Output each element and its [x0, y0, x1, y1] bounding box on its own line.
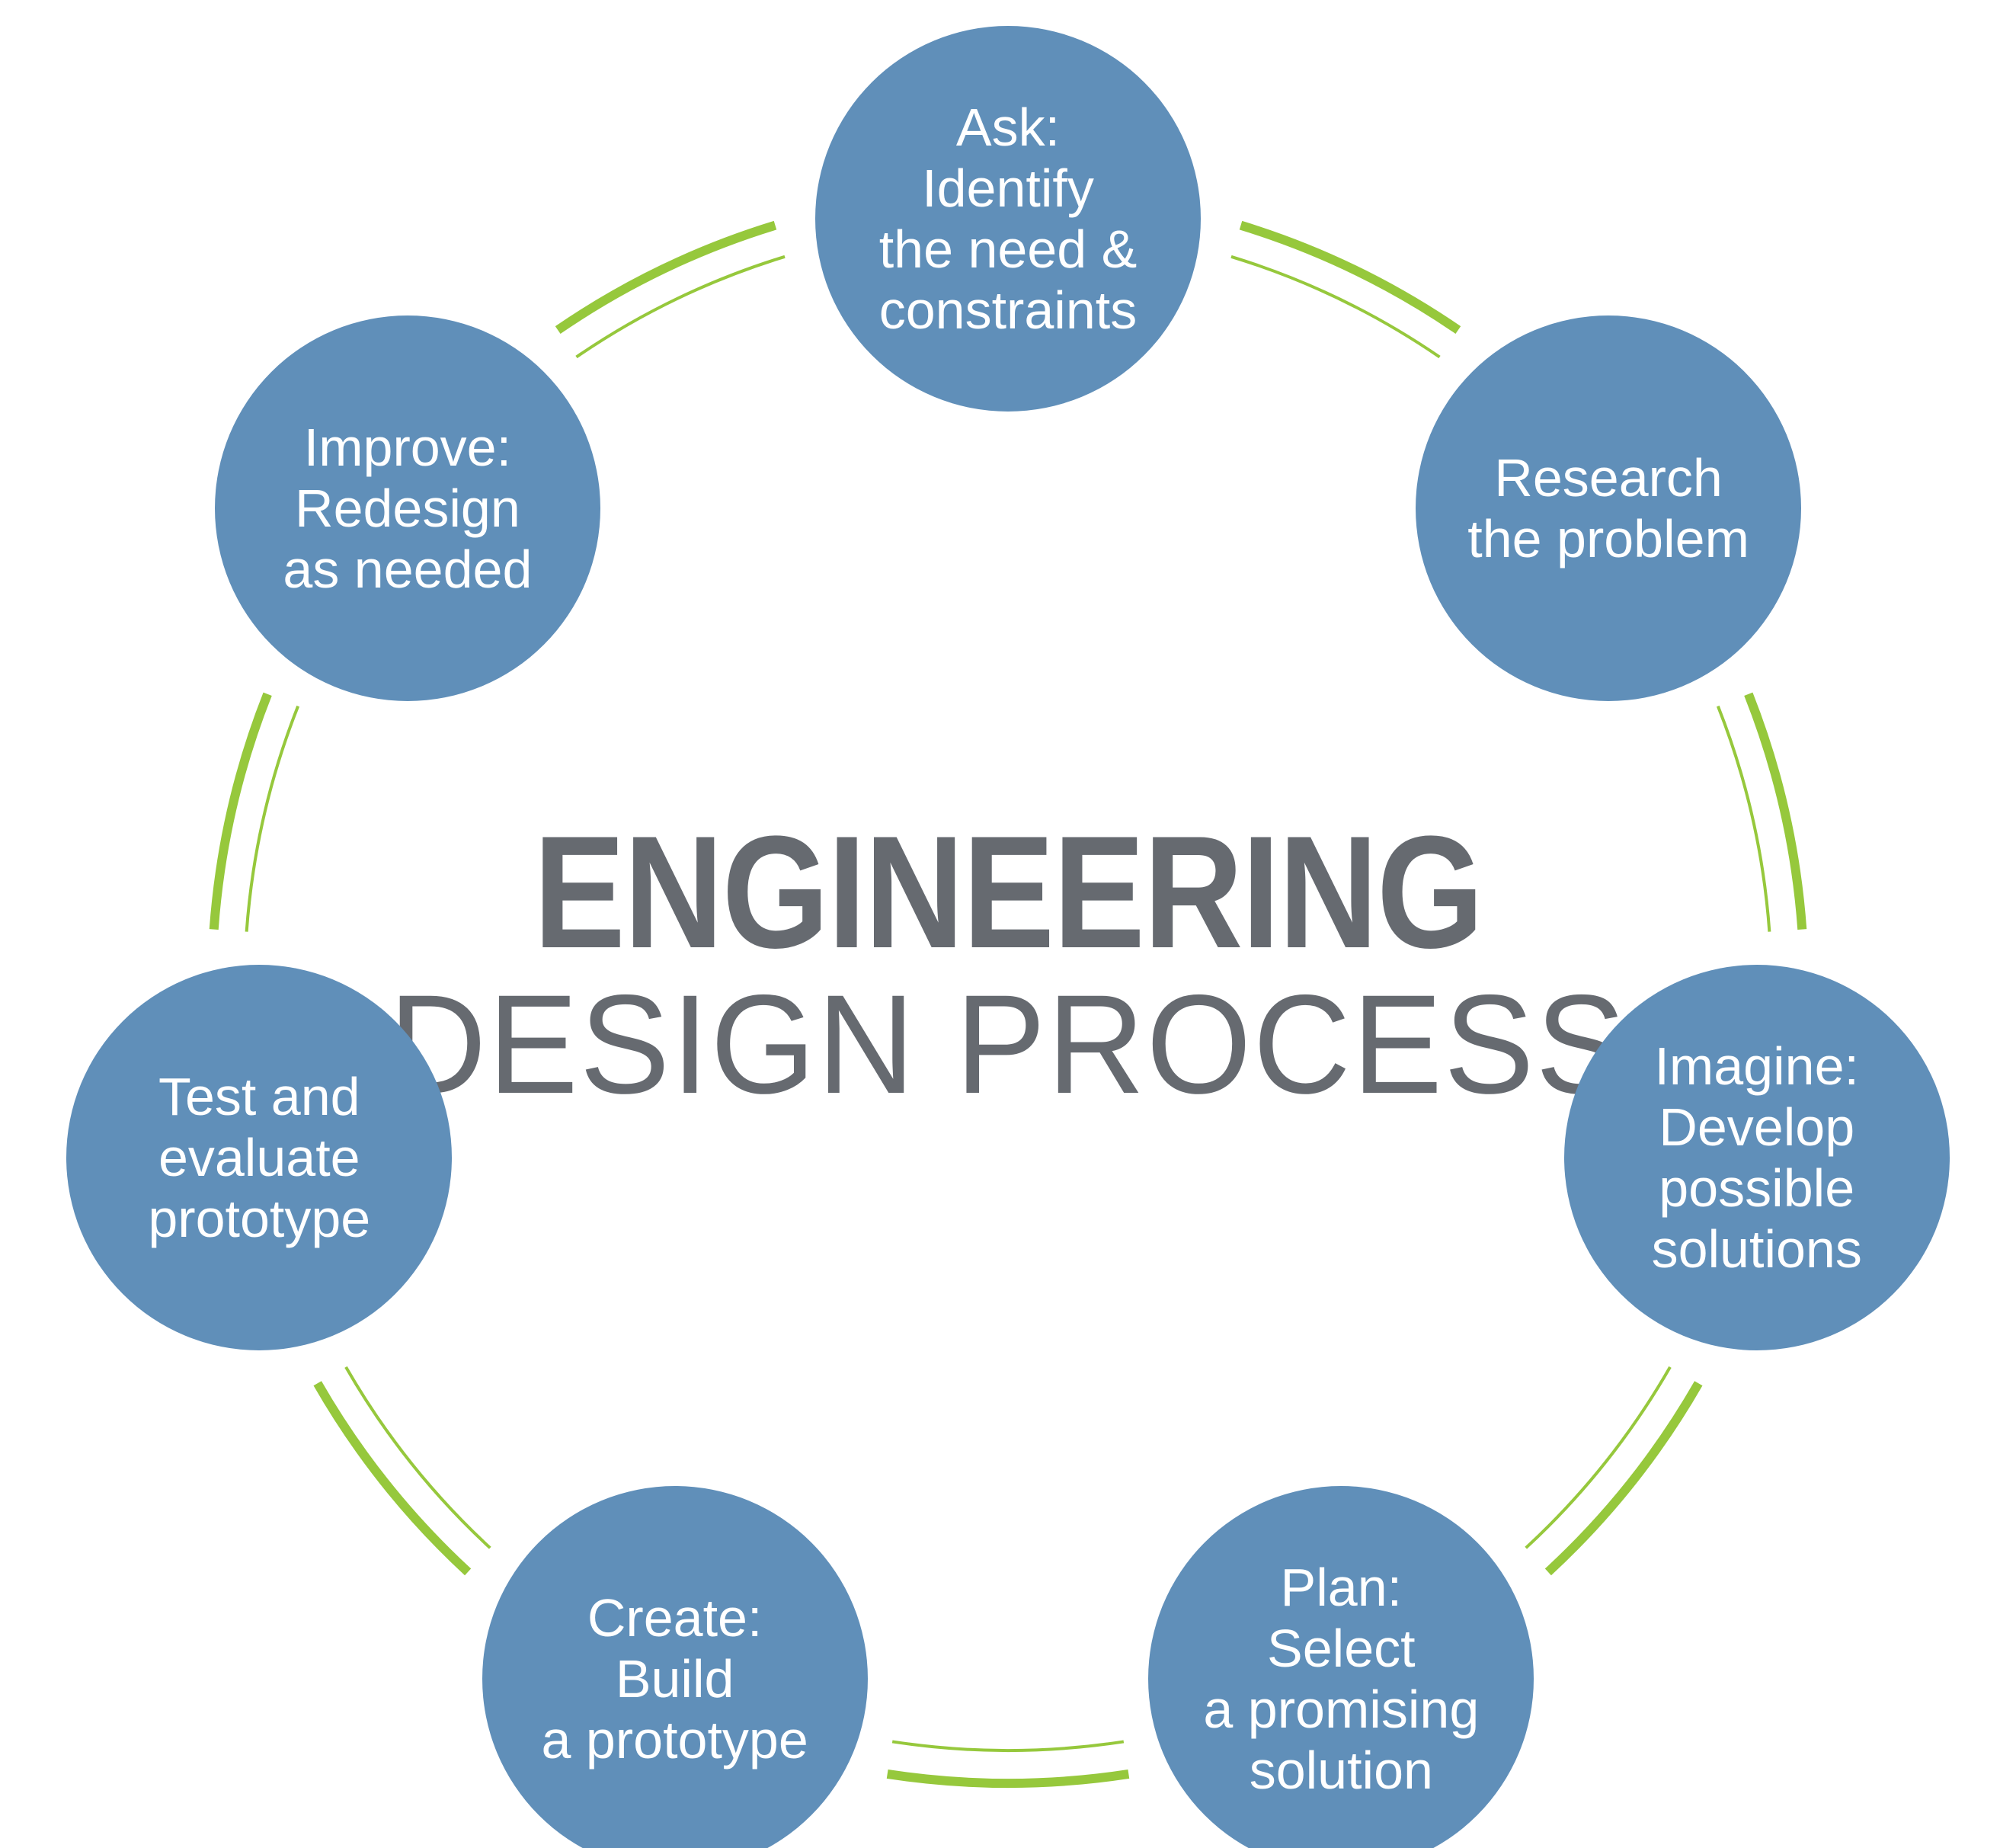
step-imagine-circle: Imagine: Develop possible solutions: [1563, 965, 1950, 1351]
connector-inner-arc: [1716, 705, 1771, 932]
step-ask-circle: Ask: Identify the need & constraints: [815, 26, 1201, 412]
connector-outer-arc: [886, 1770, 1130, 1789]
connector-inner-arc: [575, 255, 786, 359]
step-improve-label: Improve: Redesign as needed: [283, 417, 533, 599]
connector-inner-arc: [344, 1366, 491, 1549]
connector-outer-arc: [555, 220, 777, 335]
step-create-circle: Create: Build a prototype: [482, 1486, 868, 1848]
step-research-circle: Research the problem: [1416, 315, 1802, 701]
step-test-circle: Test and evaluate prototype: [66, 965, 453, 1351]
diagram-title-sub: DESIGN PROCESS: [389, 966, 1627, 1123]
connector-outer-arc: [1744, 692, 1807, 930]
step-create-label: Create: Build a prototype: [541, 1588, 808, 1770]
step-test-label: Test and evaluate prototype: [148, 1067, 371, 1249]
connector-outer-arc: [313, 1381, 472, 1576]
connector-outer-arc: [1239, 220, 1461, 335]
connector-outer-arc: [209, 692, 272, 930]
step-plan-label: Plan: Select a promising solution: [1203, 1558, 1480, 1801]
step-research-label: Research the problem: [1467, 447, 1749, 568]
connector-inner-arc: [245, 705, 300, 932]
connector-inner-arc: [1230, 255, 1441, 359]
connector-inner-arc: [891, 1740, 1125, 1752]
step-ask-label: Ask: Identify the need & constraints: [878, 98, 1138, 340]
connector-inner-arc: [1525, 1366, 1672, 1549]
step-plan-circle: Plan: Select a promising solution: [1148, 1486, 1534, 1848]
diagram-title-main: ENGINEERING: [533, 802, 1483, 982]
connector-outer-arc: [1544, 1381, 1703, 1576]
step-imagine-label: Imagine: Develop possible solutions: [1651, 1036, 1862, 1280]
step-improve-circle: Improve: Redesign as needed: [214, 315, 600, 701]
